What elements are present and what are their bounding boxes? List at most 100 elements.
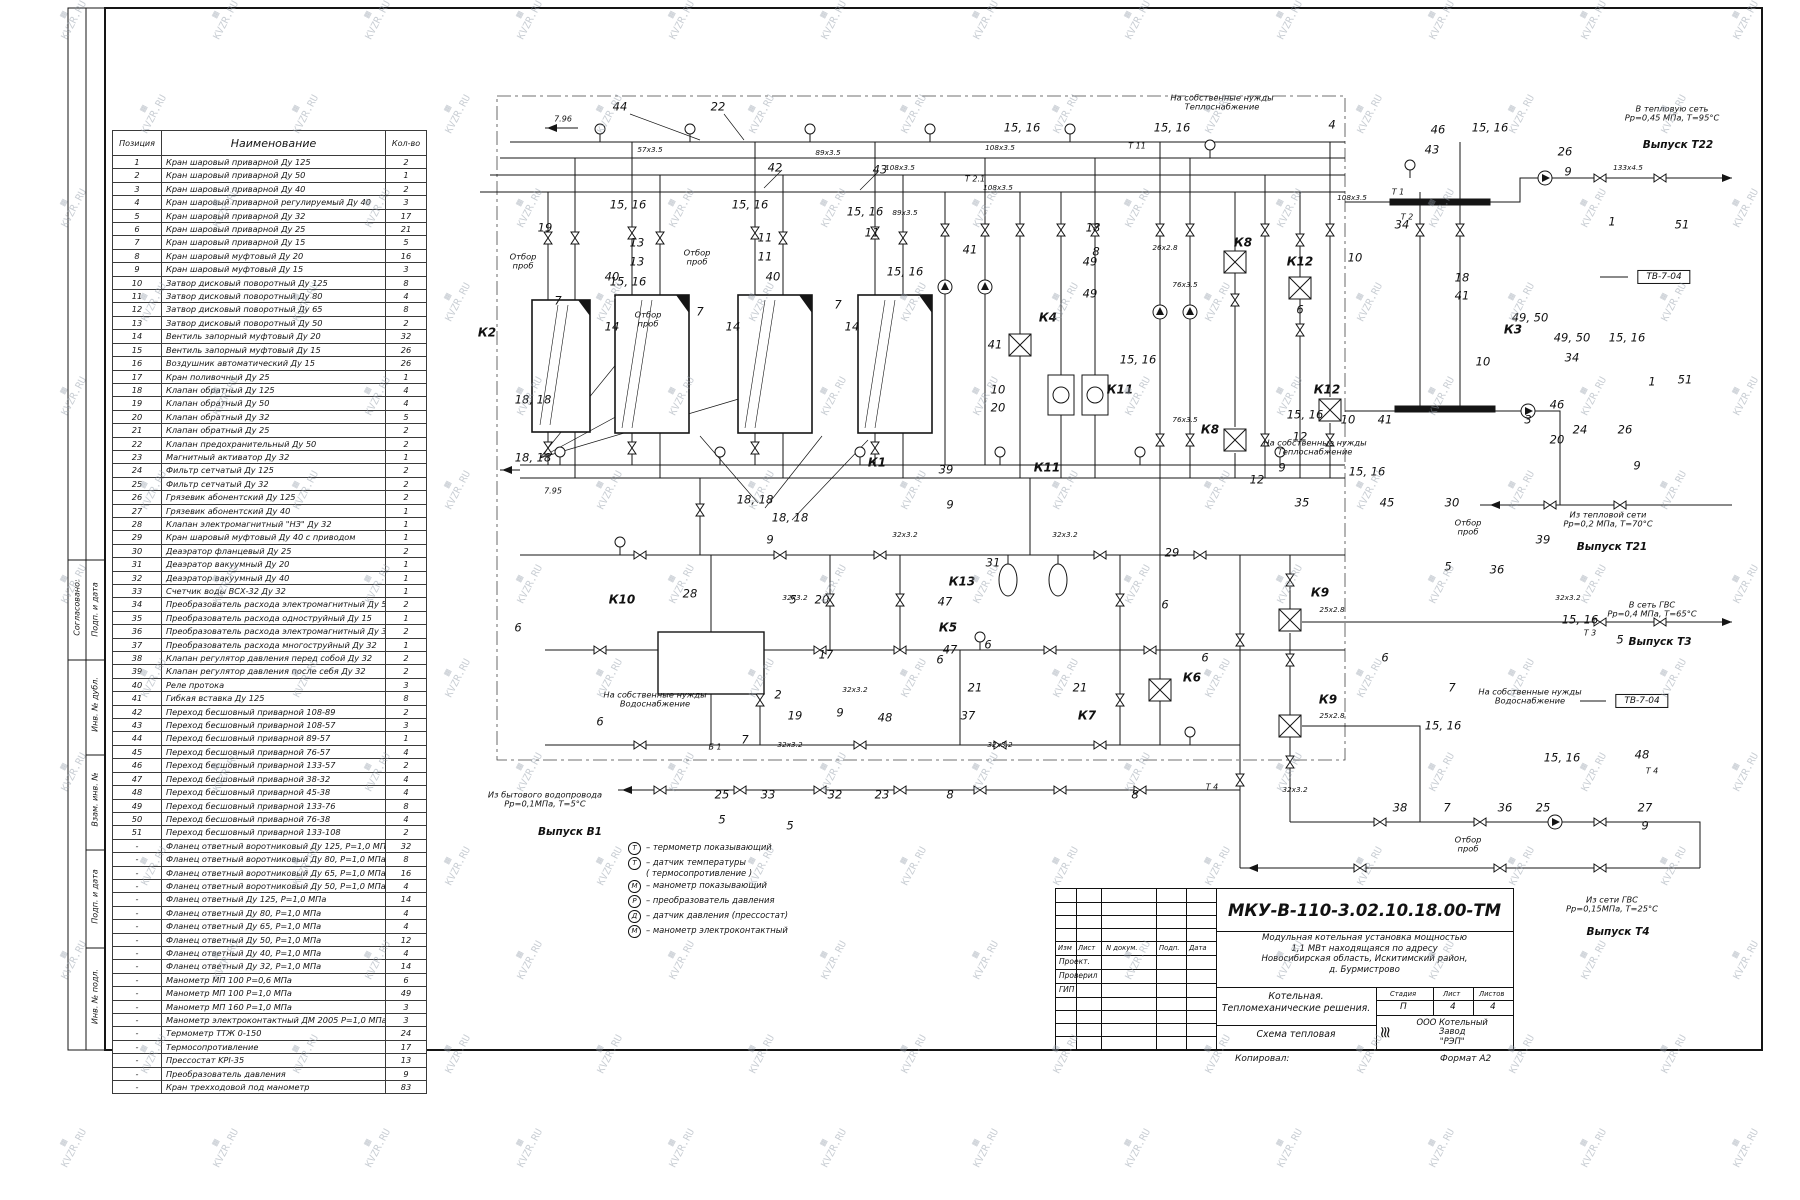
valve-icon bbox=[1090, 223, 1100, 237]
table-cell: 6 bbox=[385, 972, 427, 988]
valve-icon bbox=[1653, 173, 1667, 183]
table-cell: Переход бесшовный приварной 133-76 bbox=[161, 798, 386, 813]
valve-icon bbox=[1473, 817, 1487, 827]
instrument-icon bbox=[684, 123, 696, 143]
table-cell: 6 bbox=[112, 222, 162, 237]
table-cell: - bbox=[112, 972, 162, 988]
footer-copied: Копировал: bbox=[1235, 1054, 1290, 1064]
table-cell: 3 bbox=[385, 262, 427, 277]
table-cell: Переход бесшовный приварной 45-38 bbox=[161, 785, 386, 800]
valve-icon bbox=[1593, 617, 1607, 627]
valve-icon bbox=[1093, 550, 1107, 560]
valve-icon bbox=[1056, 223, 1066, 237]
table-cell: 35 bbox=[112, 610, 162, 626]
table-cell: 2 bbox=[385, 476, 427, 492]
table-cell: Клапан обратный Ду 32 bbox=[161, 409, 386, 425]
valve-icon bbox=[993, 740, 1007, 750]
valve-icon bbox=[627, 441, 637, 455]
pipe-network bbox=[480, 113, 1732, 869]
legend-item: М– манометр показывающий bbox=[628, 880, 788, 893]
title-block: Изм Лист N докум. Подп. Дата Проект. Про… bbox=[1055, 888, 1514, 1050]
table-cell: 26 bbox=[112, 490, 162, 505]
table-cell: Переход бесшовный приварной 133-108 bbox=[161, 825, 386, 840]
table-cell: 8 bbox=[385, 275, 427, 291]
valve-icon bbox=[893, 785, 907, 795]
table-cell: 4 bbox=[385, 744, 427, 760]
valve-icon bbox=[853, 740, 867, 750]
valve-icon bbox=[653, 785, 667, 795]
sheet-name: Схема тепловая bbox=[1256, 1029, 1336, 1040]
table-cell: 44 bbox=[112, 731, 162, 746]
strip-inv-dup: Инв. № дубл. bbox=[90, 677, 100, 732]
table-row: -Фланец ответный воротниковый Ду 80, Р=1… bbox=[112, 852, 427, 867]
table-cell: Переход бесшовный приварной 108-57 bbox=[161, 718, 386, 733]
drawing-frame bbox=[104, 7, 1763, 1051]
table-cell: 8 bbox=[385, 302, 427, 317]
legend-label: – датчик температуры ( термосопротивлени… bbox=[646, 857, 753, 878]
valve-icon bbox=[898, 231, 908, 245]
tb-sheet-label: Лист bbox=[1443, 990, 1461, 998]
instrument-icon bbox=[994, 446, 1006, 466]
table-cell: Кран шаровый приварной Ду 25 bbox=[161, 222, 386, 237]
left-strip-grid bbox=[68, 8, 105, 1050]
table-cell: 4 bbox=[385, 396, 427, 411]
table-cell: 21 bbox=[112, 423, 162, 438]
table-cell: - bbox=[112, 865, 162, 880]
table-cell: Кран шаровый приварной Ду 15 bbox=[161, 235, 386, 250]
pump-icon bbox=[1152, 304, 1168, 320]
table-cell: - bbox=[112, 1026, 162, 1041]
valve-icon bbox=[1593, 173, 1607, 183]
table-cell: Клапан электромагнитный "НЗ" Ду 32 bbox=[161, 516, 386, 532]
table-cell: 17 bbox=[385, 1039, 427, 1055]
table-cell: 38 bbox=[112, 651, 162, 666]
table-cell: 19 bbox=[112, 396, 162, 411]
col-header-name: Наименование bbox=[161, 130, 386, 156]
table-cell: 47 bbox=[112, 771, 162, 787]
heat-exchanger-icon bbox=[1278, 714, 1302, 738]
table-cell: - bbox=[112, 892, 162, 907]
table-cell: Кран шаровый муфтовый Ду 40 с приводом bbox=[161, 530, 386, 545]
table-cell: 1 bbox=[385, 637, 427, 653]
boiler-1 bbox=[614, 294, 690, 434]
table-cell: Переход бесшовный приварной 76-38 bbox=[161, 811, 386, 827]
table-cell: 29 bbox=[112, 530, 162, 545]
table-cell: 21 bbox=[385, 222, 427, 237]
table-cell: Затвор дисковый поворотный Ду 80 bbox=[161, 289, 386, 304]
pump-icon bbox=[937, 279, 953, 295]
table-cell: Манометр МП 100 Р=0,6 МПа bbox=[161, 972, 386, 988]
table-cell: 1 bbox=[385, 610, 427, 626]
valve-icon bbox=[570, 231, 580, 245]
table-cell: 2 bbox=[385, 315, 427, 331]
table-cell: 25 bbox=[112, 476, 162, 492]
heat-exchanger-icon bbox=[1223, 428, 1247, 452]
pump-icon bbox=[977, 279, 993, 295]
table-cell: 51 bbox=[112, 825, 162, 840]
legend-item: Т– термометр показывающий bbox=[628, 842, 788, 855]
valve-icon bbox=[1285, 755, 1295, 769]
table-cell: Счетчик воды ВСХ-32 Ду 32 bbox=[161, 583, 386, 599]
tank-K13a bbox=[998, 563, 1018, 597]
table-cell: 14 bbox=[112, 329, 162, 344]
table-cell: 18 bbox=[112, 382, 162, 398]
heat-exchanger-icon bbox=[1223, 250, 1247, 274]
table-cell: Фильтр сетчатый Ду 125 bbox=[161, 463, 386, 478]
table-cell: 41 bbox=[112, 691, 162, 706]
table-cell: 26 bbox=[385, 356, 427, 371]
table-cell: 4 bbox=[385, 905, 427, 921]
strip-sign-date-1: Подп. и дата bbox=[90, 582, 100, 637]
tank-K13b bbox=[1048, 563, 1068, 597]
instrument-symbol-icon: М bbox=[628, 880, 641, 893]
valve-icon bbox=[1155, 433, 1165, 447]
valve-icon bbox=[1260, 223, 1270, 237]
table-cell: Затвор дисковый поворотный Ду 65 bbox=[161, 302, 386, 317]
valve-icon bbox=[1235, 773, 1245, 787]
